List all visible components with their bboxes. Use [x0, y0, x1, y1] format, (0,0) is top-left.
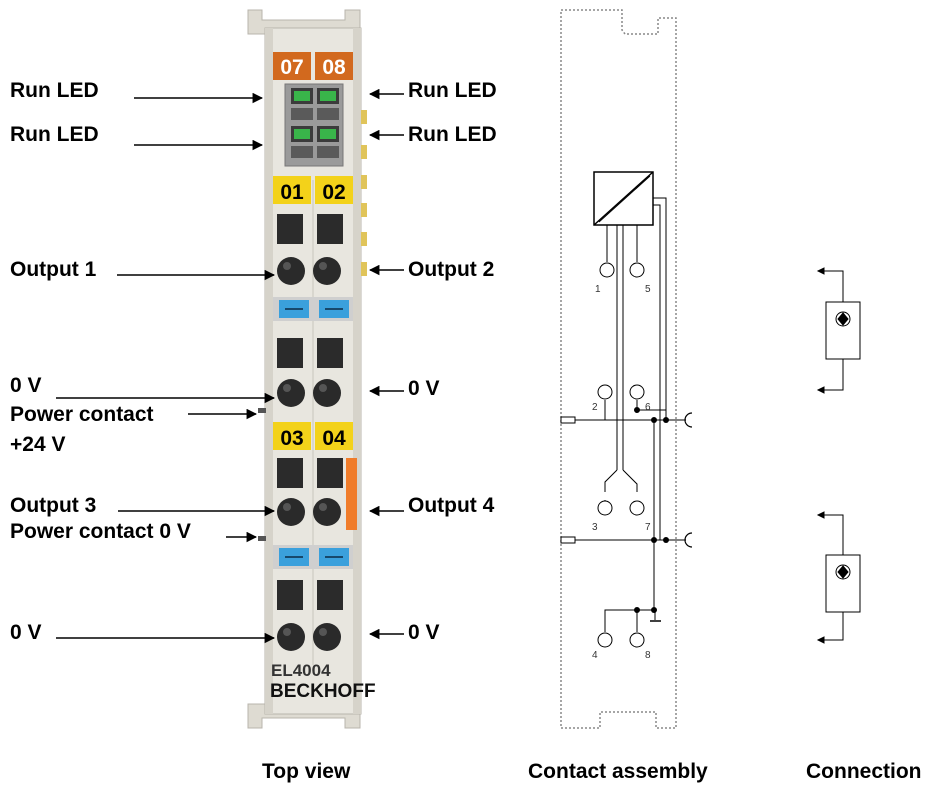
caption-connection: Connection — [806, 760, 922, 783]
badge-01 — [273, 176, 311, 204]
0v-connector-3[interactable] — [277, 623, 305, 651]
badge-01-text: 01 — [280, 181, 304, 204]
label-0v-left-1: 0 V — [10, 374, 42, 397]
output-2-connector[interactable] — [313, 257, 341, 285]
label-output-3: Output 3 — [10, 494, 97, 517]
pin-7: 7 — [645, 522, 651, 533]
label-plus-24v: +24 V — [10, 433, 66, 456]
badge-02-text: 02 — [322, 181, 345, 204]
pin-6: 6 — [645, 402, 651, 413]
contact-assembly: 1 5 2 6 3 7 4 8 — [560, 9, 693, 729]
badge-03 — [273, 422, 311, 450]
label-power-contact: Power contact — [10, 403, 154, 426]
0v-connector-1[interactable] — [277, 379, 305, 407]
run-led-3 — [294, 129, 310, 139]
label-output-4: Output 4 — [408, 494, 495, 517]
label-output-1: Output 1 — [10, 258, 97, 281]
0v-connector-2[interactable] — [313, 379, 341, 407]
label-output-2: Output 2 — [408, 258, 495, 281]
pin-4: 4 — [592, 650, 598, 661]
label-run-led-left-1: Run LED — [10, 79, 99, 102]
badge-04 — [315, 422, 353, 450]
0v-connector-4[interactable] — [313, 623, 341, 651]
badge-08-text: 08 — [322, 56, 346, 79]
label-run-led-right-2: Run LED — [408, 123, 497, 146]
badge-07 — [273, 52, 311, 80]
run-led-2 — [320, 91, 336, 101]
output-4-connector[interactable] — [313, 498, 341, 526]
label-power-contact-0v: Power contact 0 V — [10, 520, 191, 543]
connection-symbol-1 — [816, 267, 861, 394]
pin-5: 5 — [645, 284, 651, 295]
terminal-top-view: 07 08 01 02 — [247, 9, 376, 729]
badge-04-text: 04 — [322, 427, 346, 450]
caption-contact-assembly: Contact assembly — [528, 760, 708, 783]
badge-03-text: 03 — [280, 427, 303, 450]
label-run-led-left-2: Run LED — [10, 123, 99, 146]
output-1-connector[interactable] — [277, 257, 305, 285]
label-0v-left-2: 0 V — [10, 621, 42, 644]
pin-1: 1 — [595, 284, 601, 295]
output-3-connector[interactable] — [277, 498, 305, 526]
run-led-1 — [294, 91, 310, 101]
pin-3: 3 — [592, 522, 598, 533]
pin-8: 8 — [645, 650, 651, 661]
model-text: EL4004 — [271, 661, 331, 680]
label-0v-right-2: 0 V — [408, 621, 440, 644]
run-led-4 — [320, 129, 336, 139]
badge-02 — [315, 176, 353, 204]
badge-08 — [315, 52, 353, 80]
pin-2: 2 — [592, 402, 598, 413]
orange-strip — [346, 458, 357, 530]
label-run-led-right-1: Run LED — [408, 79, 497, 102]
brand-text: BECKHOFF — [270, 681, 376, 702]
caption-top-view: Top view — [262, 760, 351, 783]
label-arrows — [56, 88, 404, 644]
badge-07-text: 07 — [280, 56, 303, 79]
connection-symbols — [816, 267, 861, 644]
connection-symbol-2 — [816, 511, 861, 644]
label-0v-right-1: 0 V — [408, 377, 440, 400]
